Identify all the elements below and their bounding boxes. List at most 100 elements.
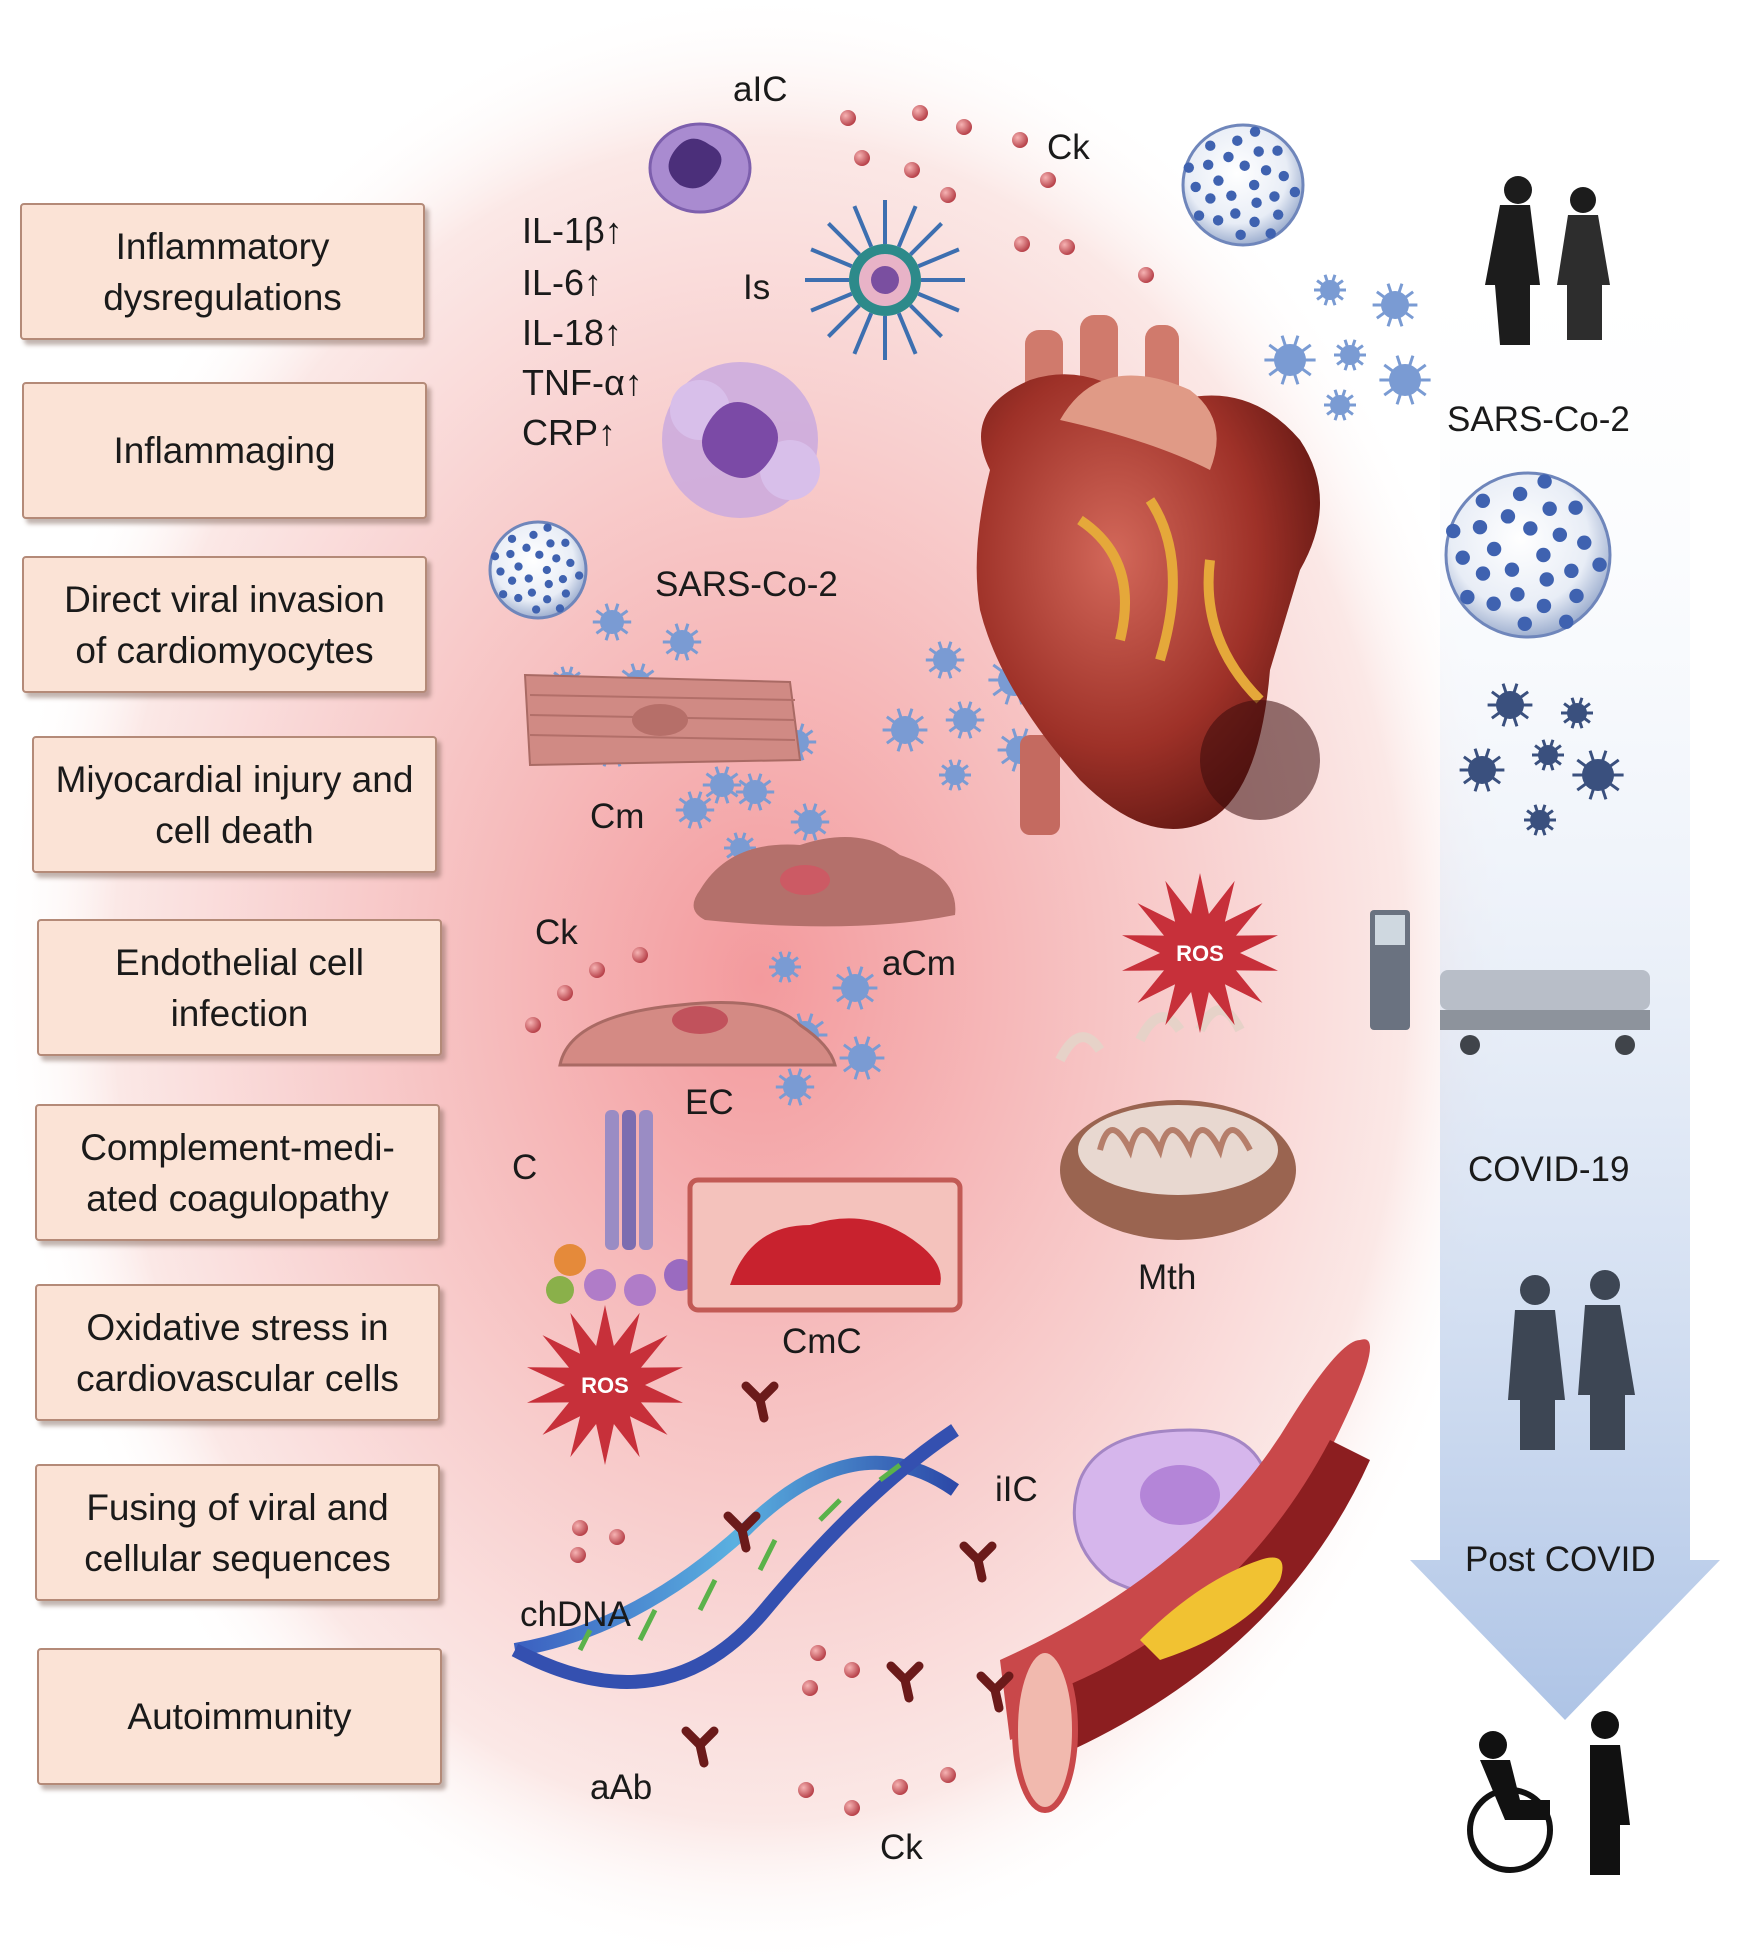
inflammatory-immune-cell-label: iIC [995, 1470, 1038, 1509]
virus-spike [496, 567, 505, 576]
cytokine-particle [912, 105, 928, 121]
virus-spike [1523, 521, 1538, 536]
virus-spike [529, 530, 538, 540]
virus-spike [558, 574, 568, 584]
virus-icon [1524, 804, 1556, 836]
virus-spike [1568, 500, 1583, 515]
autoantibody-icon [723, 1511, 761, 1553]
clotted-vessel-icon [687, 1177, 963, 1313]
virus-spike [1213, 175, 1224, 186]
inflammasome-ray [810, 247, 853, 269]
virus-body [848, 1044, 876, 1072]
cytokine-particle [632, 947, 648, 963]
virus-spike [543, 523, 552, 532]
mitochondria-label: Mth [1138, 1258, 1197, 1297]
virus-spike [490, 552, 500, 561]
cytokine-label: CRP↑ [522, 412, 617, 453]
dying-immune-cell-icon [662, 362, 820, 518]
cytokine-particle [844, 1800, 860, 1816]
virus-spike [535, 550, 544, 559]
virus-icon [790, 803, 830, 841]
ros-label: ROS [1176, 941, 1224, 966]
virus-spike [1289, 186, 1301, 198]
virus-spike [1223, 151, 1234, 163]
cardiomyocyte-icon [523, 673, 802, 767]
virus-spike [543, 595, 552, 604]
virus-spike [527, 588, 537, 597]
virus-body [1496, 691, 1524, 719]
cytokine-particle [557, 985, 573, 1001]
virus-icon [939, 759, 971, 791]
virus-spike [1226, 190, 1237, 201]
virus-spike [1272, 145, 1283, 156]
virus-spike [1552, 527, 1568, 542]
mechanism-box: Autoimmunity [37, 1648, 442, 1785]
autoantibody-icon [741, 1381, 779, 1423]
virus-spike [1460, 589, 1475, 605]
virus-spike [1193, 210, 1205, 221]
virus-icon [662, 623, 702, 661]
activated-immune-cell-icon [648, 122, 752, 214]
virus-body [891, 716, 919, 744]
virus-spike [1272, 209, 1284, 220]
virus-spike [561, 538, 570, 547]
ros-label: ROS [581, 1373, 629, 1398]
inflammasome-ray [827, 304, 861, 338]
chimeric-dna-label: chDNA [520, 1595, 631, 1634]
virus-spike [1537, 474, 1552, 489]
virus-spike [1190, 181, 1201, 193]
virus-spike [1592, 557, 1607, 572]
virus-body [1582, 759, 1614, 791]
virus-spike [1202, 159, 1214, 171]
timeline-sars-label: SARS-Co-2 [1447, 400, 1630, 439]
apoptotic-cardiomyocyte-label: aCm [882, 944, 956, 983]
cytokine-particle [840, 110, 856, 126]
virus-spike [1269, 191, 1280, 202]
inflammasome-ray [852, 205, 874, 248]
virus-spike [566, 558, 575, 568]
virus-spike [1569, 588, 1584, 604]
virus-body [1538, 745, 1558, 765]
virus-icon [1561, 697, 1593, 729]
virus-body [1320, 280, 1340, 300]
inflammasome-ray [810, 291, 853, 313]
cytokine-label: TNF-α↑ [522, 362, 643, 403]
cytokine-label-top: Ck [1047, 128, 1090, 167]
inflammasome-ray [917, 291, 960, 313]
virus-spike [507, 534, 517, 543]
virus-spike [1512, 486, 1528, 502]
virus-spike [542, 565, 551, 575]
virus-icon [769, 951, 801, 983]
coagulopathy-label: CmC [782, 1322, 862, 1361]
virus-icon [1379, 355, 1431, 405]
virus-icon [1459, 748, 1505, 792]
cytokine-label-mid: Ck [535, 913, 578, 952]
virus-body [600, 610, 624, 634]
virus-icon [1532, 739, 1564, 771]
apoptotic-cardiomyocyte-icon [693, 837, 956, 927]
virus-icon [1444, 471, 1612, 639]
timeline-post-covid-label: Post COVID [1465, 1540, 1656, 1579]
inflammasome-ray [896, 205, 918, 248]
virus-spike [546, 539, 555, 548]
mitochondria-icon [1055, 1005, 1296, 1240]
virus-body [743, 780, 767, 804]
virus-icon [702, 766, 742, 804]
virus-spike [1251, 197, 1262, 208]
autoantibody-icons [681, 1381, 1014, 1768]
virus-body [783, 1075, 807, 1099]
virus-spike [522, 543, 531, 552]
inflammasome-label: Is [743, 268, 771, 307]
virus-spike [1253, 146, 1264, 157]
cytokine-particle [802, 1680, 818, 1696]
virus-icon [925, 641, 965, 679]
virus-body [945, 765, 965, 785]
virus-spike [1455, 550, 1470, 565]
heart-icon [976, 315, 1320, 835]
virus-spike [498, 590, 508, 599]
virus-spike [1278, 170, 1290, 182]
